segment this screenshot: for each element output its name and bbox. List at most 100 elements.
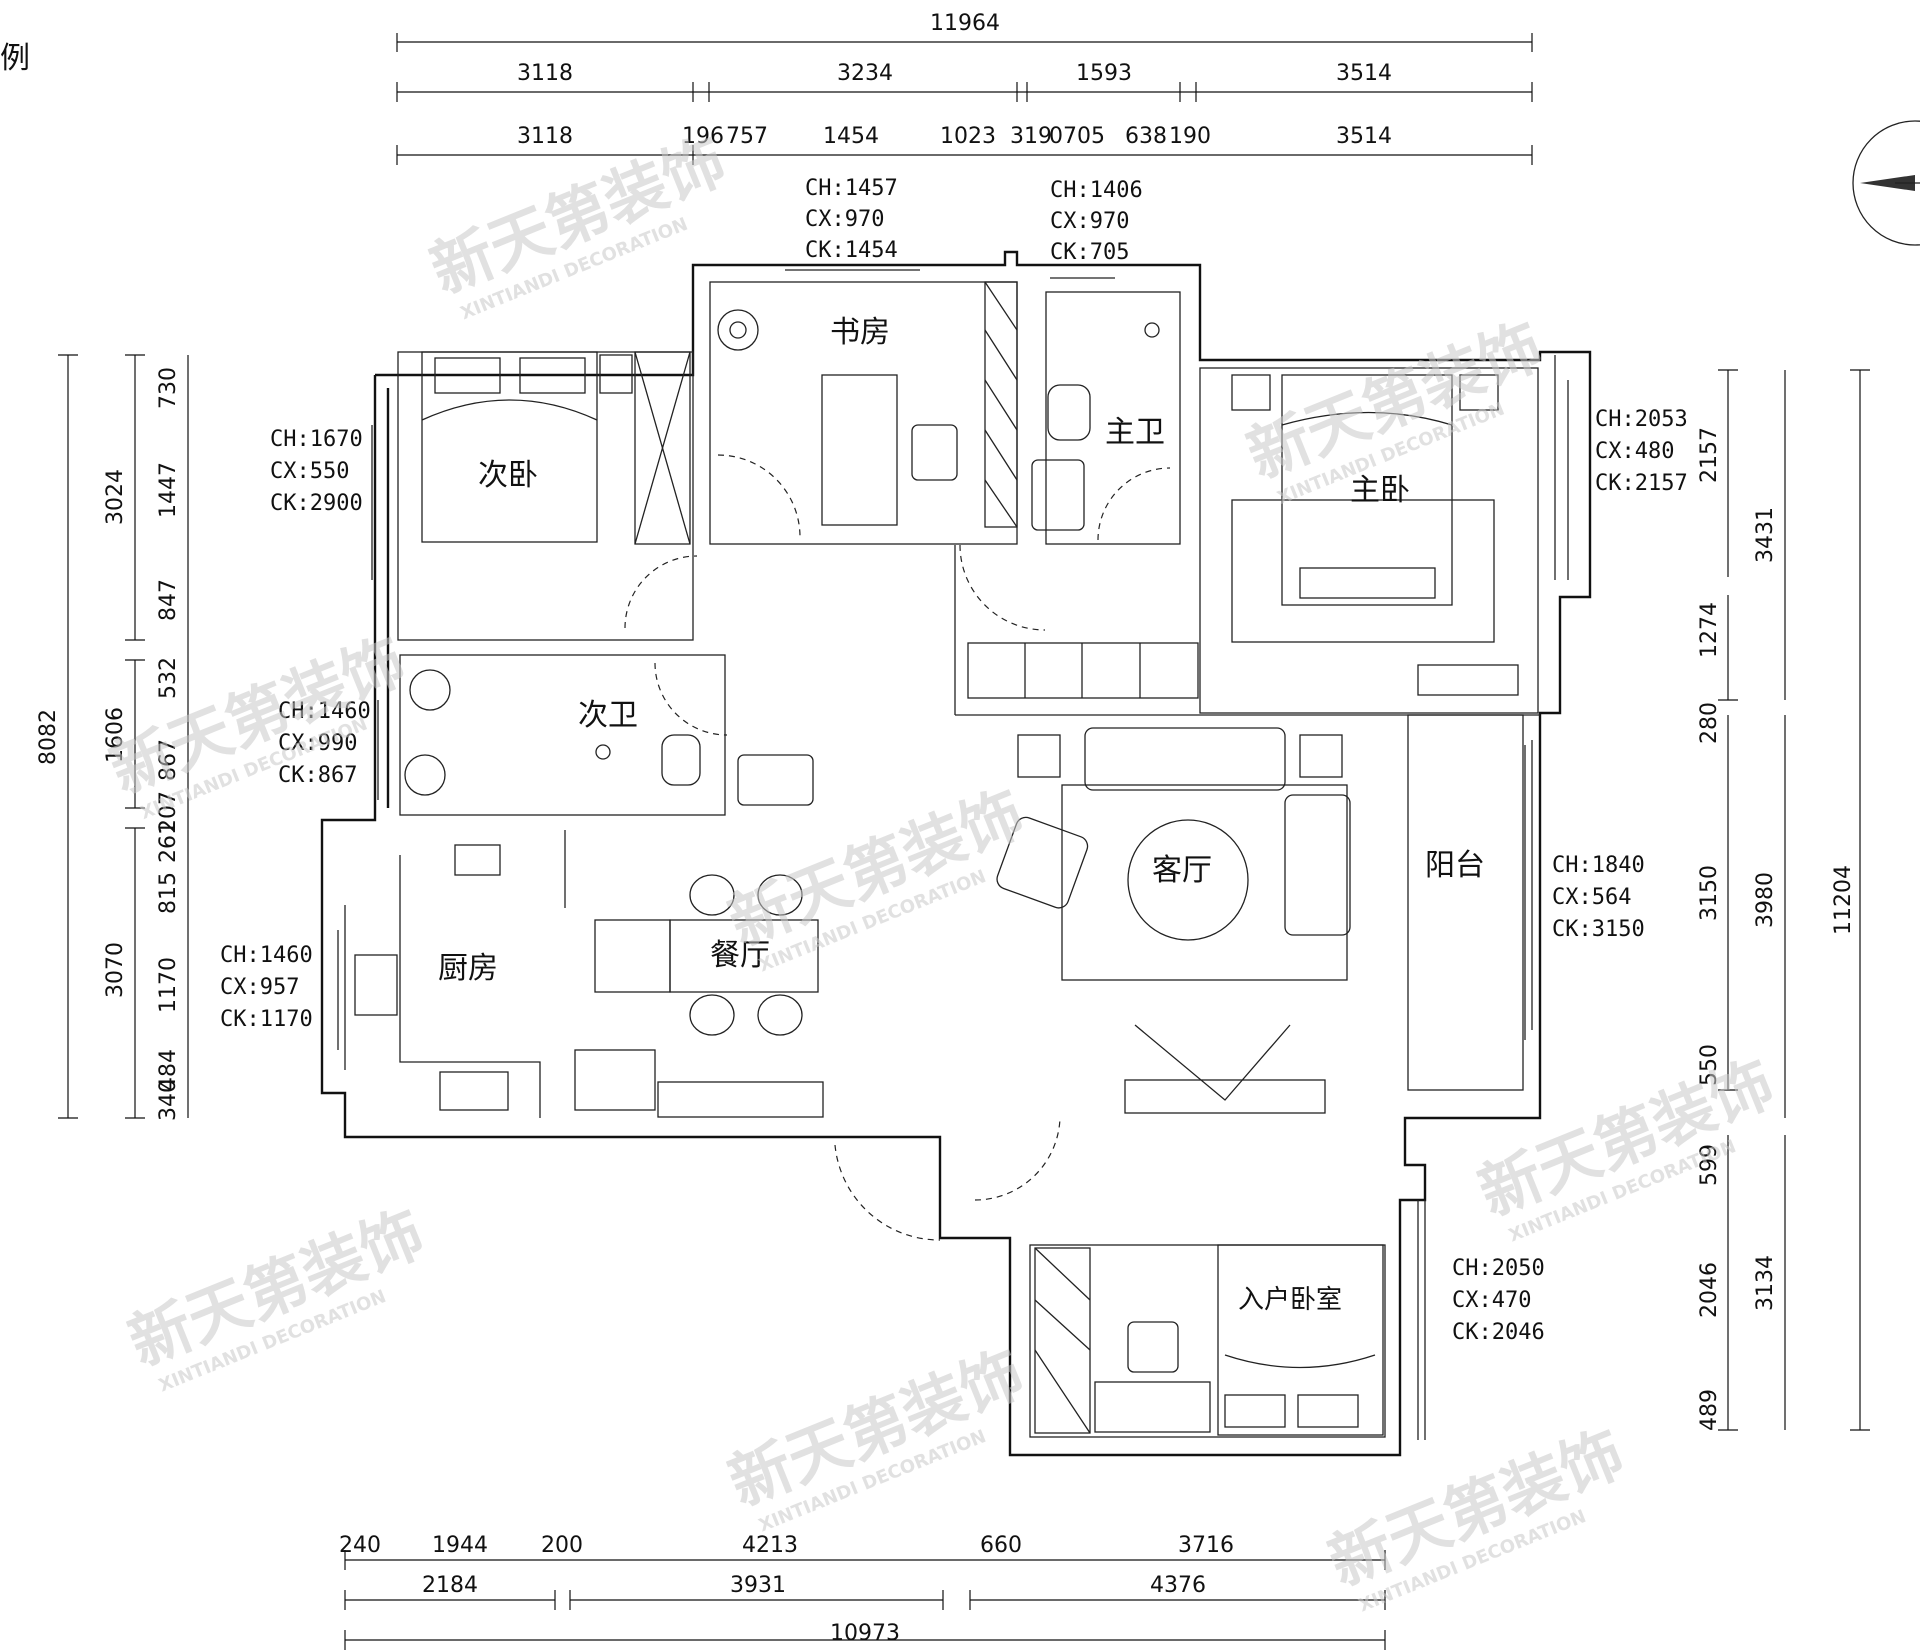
svg-text:CX:550: CX:550 — [270, 459, 349, 484]
side-table-icon — [1017, 734, 1061, 778]
nightstand-icon — [599, 354, 633, 394]
sideboard-icon — [594, 919, 671, 993]
svg-text:CX:970: CX:970 — [1050, 209, 1129, 234]
left-dim-detail: 261 — [156, 821, 181, 863]
left-dim-detail: 532 — [156, 657, 181, 699]
basin-icon — [737, 754, 814, 806]
dimension-lines — [58, 33, 1870, 1650]
top-total-dimension: 11964 — [930, 11, 1000, 36]
cabinet-icon — [657, 1081, 824, 1118]
tv-cabinet-icon — [1124, 1079, 1326, 1114]
bed-icon — [1217, 1244, 1384, 1436]
compass-icon — [1852, 120, 1920, 246]
window-note-master-bedroom: CH:2053 CX:480 CK:2157 — [1595, 407, 1688, 496]
top-dim-detail: 1454 — [823, 124, 879, 149]
right-dim: 3980 — [1753, 872, 1778, 928]
svg-text:新天第装饰: 新天第装饰 — [119, 1196, 434, 1380]
top-dim-detail: 0705 — [1049, 124, 1105, 149]
left-dim-detail: 484 — [156, 1049, 181, 1091]
right-dim-detail: 599 — [1697, 1144, 1722, 1186]
bottom-dim: 2184 — [422, 1573, 478, 1598]
svg-text:CH:1406: CH:1406 — [1050, 178, 1143, 203]
window-note-master-bath: CH:1406 CX:970 CK:705 — [1050, 178, 1143, 265]
watermark: 新天第装饰 XINTIANDI DECORATION — [119, 1196, 434, 1396]
bottom-dim: 3716 — [1178, 1533, 1234, 1558]
svg-text:新天第装饰: 新天第装饰 — [719, 1336, 1034, 1520]
right-total-dimension: 11204 — [1831, 865, 1856, 935]
bottom-dim: 1944 — [432, 1533, 488, 1558]
dining-table-icon — [669, 919, 819, 993]
chair-icon — [911, 424, 958, 481]
room-label-dining: 餐厅 — [710, 938, 770, 973]
svg-text:CH:2053: CH:2053 — [1595, 407, 1688, 432]
right-dim-detail: 2157 — [1697, 427, 1722, 483]
room-label-study: 书房 — [830, 315, 890, 350]
window-note-entry-bedroom: CH:2050 CX:470 CK:2046 — [1452, 1256, 1545, 1345]
window-notes: CH:1457 CX:970 CK:1454 CH:1406 CX:970 CK… — [220, 176, 1688, 1345]
shower-icon — [595, 744, 611, 760]
svg-text:CH:1460: CH:1460 — [220, 943, 313, 968]
desk-icon — [1094, 1381, 1211, 1433]
left-dim: 3024 — [103, 469, 128, 525]
bookshelf-icon — [984, 281, 1018, 528]
svg-text:CH:1840: CH:1840 — [1552, 853, 1645, 878]
toilet-icon — [1047, 384, 1091, 441]
room-label-entry-bedroom: 入户卧室 — [1238, 1285, 1342, 1315]
svg-text:CX:990: CX:990 — [278, 731, 357, 756]
top-dim-detail: 757 — [726, 124, 768, 149]
chair-icon — [689, 874, 735, 916]
top-dim: 1593 — [1076, 61, 1132, 86]
top-dim: 3118 — [517, 61, 573, 86]
appliance-icon — [454, 844, 501, 876]
bottom-dim: 4213 — [742, 1533, 798, 1558]
doors — [624, 454, 1171, 1241]
top-dim: 3514 — [1336, 61, 1392, 86]
bottom-dim: 200 — [541, 1533, 583, 1558]
svg-text:CH:1460: CH:1460 — [278, 699, 371, 724]
svg-text:CX:564: CX:564 — [1552, 885, 1631, 910]
furniture — [354, 281, 1519, 1436]
svg-text:CK:705: CK:705 — [1050, 240, 1129, 265]
left-total-dimension: 8082 — [36, 709, 61, 765]
nightstand-icon — [1231, 374, 1271, 411]
right-dim: 3134 — [1753, 1255, 1778, 1311]
left-dim-detail: 867 — [156, 739, 181, 781]
watermark: 新天第装饰 XINTIANDI DECORATION — [719, 1336, 1034, 1536]
left-dim-detail: 730 — [156, 367, 181, 409]
svg-text:新天第装饰: 新天第装饰 — [1469, 1046, 1784, 1230]
room-label-second-bedroom: 次卧 — [478, 458, 538, 493]
window-note-kitchen: CH:1460 CX:957 CK:1170 — [220, 943, 313, 1032]
rug-icon — [1061, 784, 1348, 981]
wardrobe-icon — [967, 642, 1199, 699]
watermark: 新天第装饰 XINTIANDI DECORATION — [1319, 1416, 1634, 1616]
svg-text:CK:1454: CK:1454 — [805, 238, 898, 263]
bed-icon — [1281, 374, 1453, 606]
corner-label: 例 — [0, 41, 30, 76]
svg-text:CX:470: CX:470 — [1452, 1288, 1531, 1313]
plant-icon — [717, 309, 759, 351]
svg-text:CK:2900: CK:2900 — [270, 491, 363, 516]
right-dim-detail: 489 — [1697, 1389, 1722, 1431]
top-dim-detail: 3118 — [517, 124, 573, 149]
room-label-kitchen: 厨房 — [438, 951, 498, 986]
sofa-icon — [1084, 727, 1286, 791]
window-note-second-bath: CH:1460 CX:990 CK:867 — [278, 699, 371, 788]
desk-icon — [821, 374, 898, 526]
side-table-icon — [1299, 734, 1343, 778]
bottom-dim: 3931 — [730, 1573, 786, 1598]
chair-icon — [757, 874, 803, 916]
svg-text:新天第装饰: 新天第装饰 — [1237, 309, 1552, 493]
room-labels: 次卧 书房 主卫 主卧 次卫 厨房 餐厅 客厅 阳台 入户卧室 — [438, 315, 1485, 1315]
sofa-icon — [1284, 794, 1351, 936]
bookshelf-icon — [1034, 1247, 1091, 1434]
sink-icon — [1031, 459, 1085, 531]
watermarks: 新天第装饰 XINTIANDI DECORATION 新天第装饰 XINTIAN… — [100, 124, 1784, 1617]
left-dim-detail: 815 — [156, 872, 181, 914]
bottom-dim: 4376 — [1150, 1573, 1206, 1598]
left-dim-detail: 847 — [156, 579, 181, 621]
chair-icon — [757, 994, 803, 1036]
sink-icon — [409, 669, 451, 711]
rug-icon — [1231, 499, 1495, 643]
watermark: 新天第装饰 XINTIANDI DECORATION — [1469, 1046, 1784, 1246]
